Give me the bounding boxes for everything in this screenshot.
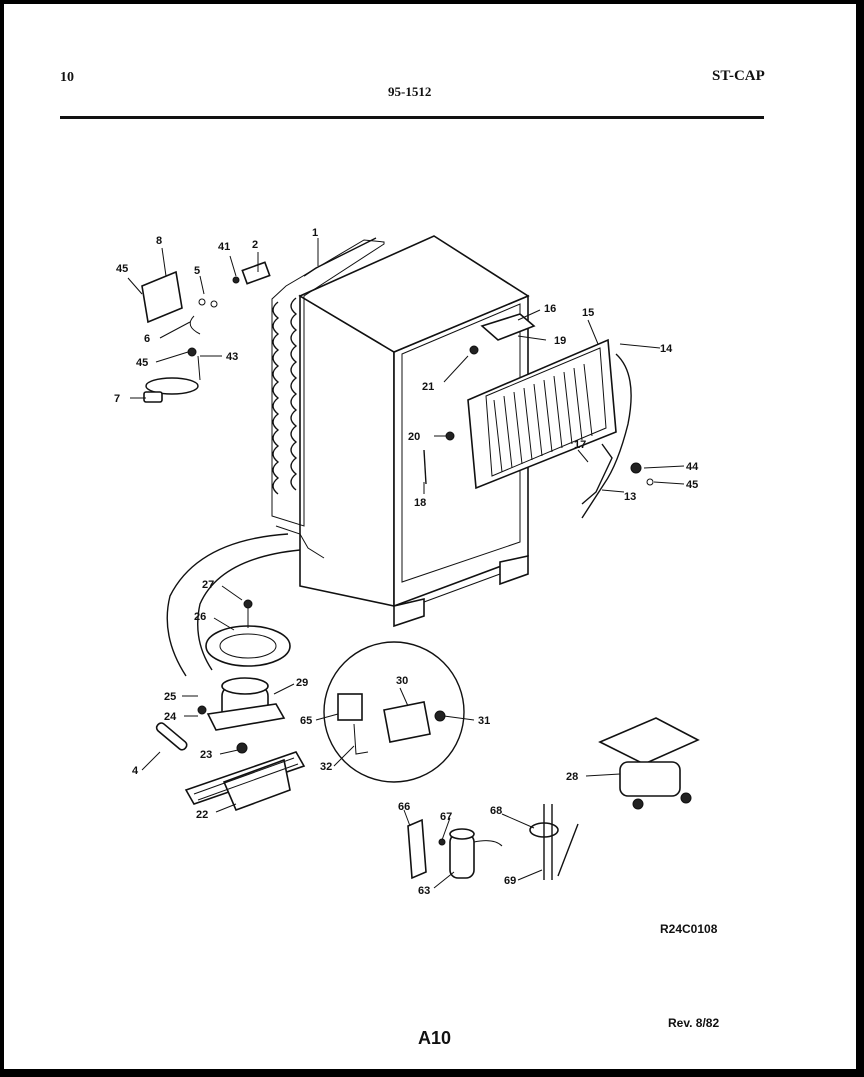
callout-7: 7 [114,393,120,405]
damper-parts-drawing [423,313,654,486]
callout-45-b: 45 [136,357,148,369]
callout-69: 69 [504,875,516,887]
callout-14: 14 [660,343,673,355]
callout-27: 27 [202,579,214,591]
callout-32: 32 [320,761,332,773]
cabinet-drawing [298,235,530,628]
callout-23: 23 [200,749,212,761]
callout-45-c: 45 [686,479,698,491]
callout-29: 29 [296,677,308,689]
callout-22: 22 [196,809,208,821]
thermostat-parts-drawing [141,261,271,403]
header-rule [60,116,764,119]
document-code: 95-1512 [388,84,432,99]
callout-15: 15 [582,307,594,319]
exploded-parts-diagram: 45 8 41 2 1 5 6 45 43 7 16 15 19 14 21 2… [114,227,700,897]
callout-4: 4 [132,765,139,777]
callout-19: 19 [554,335,566,347]
callout-18: 18 [414,497,426,509]
callout-67: 67 [440,811,452,823]
callout-41: 41 [218,241,230,253]
callout-26: 26 [194,611,206,623]
parts-diagram-sheet: 10 95-1512 ST-CAP [4,4,856,1069]
callout-44: 44 [686,461,699,473]
bracket-drawing [598,717,700,810]
page-label: A10 [418,1028,452,1048]
callout-31: 31 [478,715,490,727]
callout-30: 30 [396,675,408,687]
callout-5: 5 [194,265,200,277]
callout-8: 8 [156,235,162,247]
callout-1: 1 [312,227,318,239]
condenser-coil-drawing [271,237,385,527]
callout-labels: 45 8 41 2 1 5 6 45 43 7 16 15 19 14 21 2… [114,227,699,897]
leader-lines [127,238,685,889]
compressor-drawing [197,677,286,754]
model-code: ST-CAP [712,68,765,84]
callout-63: 63 [418,885,430,897]
callout-21: 21 [422,381,434,393]
callout-28: 28 [566,771,578,783]
callout-16: 16 [544,303,556,315]
callout-43: 43 [226,351,238,363]
callout-2: 2 [252,239,258,251]
callout-65: 65 [300,715,312,727]
callout-25: 25 [164,691,176,703]
relay-detail-drawing [323,641,465,783]
callout-68: 68 [490,805,502,817]
callout-17: 17 [574,439,586,451]
base-rail-drawing [184,751,306,812]
gasket-drawing [205,599,291,667]
drawing-reference-code: R24C0108 [660,922,718,936]
grommet-drawing [529,804,579,880]
callout-24: 24 [164,711,177,723]
drier-drawing [155,722,188,751]
callout-66: 66 [398,801,410,813]
evaporator-coil-drawing [467,338,632,519]
callout-20: 20 [408,431,420,443]
drain-tube-drawing [166,525,325,677]
capacitor-drawing [407,818,503,880]
page-number: 10 [60,70,74,85]
revision-label: Rev. 8/82 [668,1016,720,1030]
callout-45: 45 [116,263,128,275]
callout-13: 13 [624,491,636,503]
callout-6: 6 [144,333,150,345]
